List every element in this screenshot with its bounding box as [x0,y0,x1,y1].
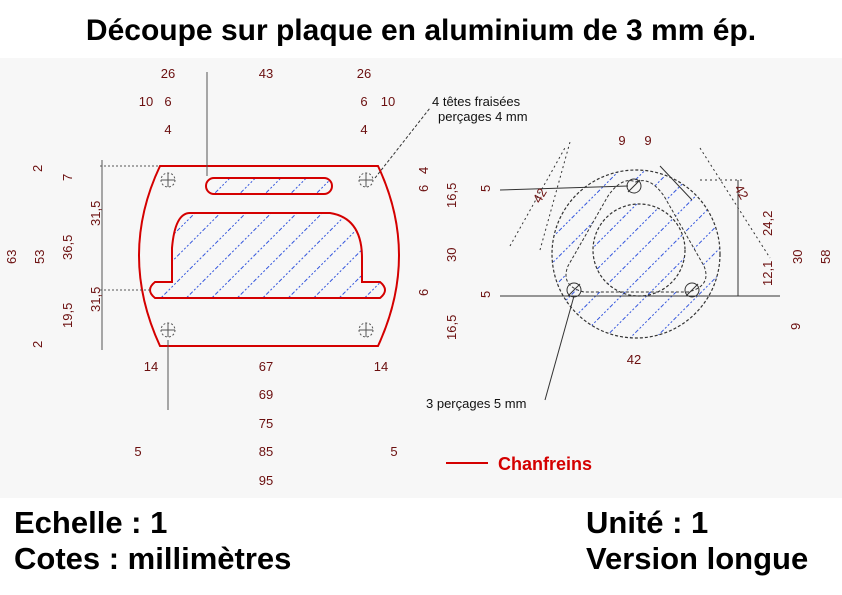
dim-left-63: 63 [4,250,19,264]
dim-left-7: 7 [60,174,75,181]
dim-right-24-2: 24,2 [760,211,775,236]
dim-bottom-5-right: 5 [390,444,397,459]
dim-bottom-95: 95 [259,473,273,488]
footer-version: Version longue [586,541,809,576]
page-title: Découpe sur plaque en aluminium de 3 mm … [85,14,757,47]
dim-left-19-5: 19,5 [60,303,75,328]
dim-right-6: 6 [416,185,431,192]
screw-hole-bottom-left [160,322,176,338]
top-slot [205,177,333,195]
dim-left-2-top: 2 [30,165,45,172]
dim-right-top-9-left: 9 [618,133,625,148]
screw-hole-top-right [358,172,374,188]
dim-top-26-left: 26 [161,66,175,81]
note-holes: 3 perçages 5 mm [426,396,526,411]
dim-left-31-5-top: 31,5 [88,201,103,226]
dim-right-16-5-top: 16,5 [444,183,459,208]
dim-right-4: 4 [416,167,431,174]
footer-unit-value: Unité : 1 [586,505,709,540]
dim-bottom-14-right: 14 [374,359,388,374]
dim-right-58: 58 [818,250,833,264]
dim-right-6-bottom: 6 [416,289,431,296]
left-plate [100,72,431,410]
dim-right-top-9-right: 9 [644,133,651,148]
dim-top-26-right: 26 [357,66,371,81]
note-screws-line2: perçages 4 mm [438,109,528,124]
right-disc [499,141,780,401]
dim-right-30: 30 [444,248,459,262]
dim-right-right-42: 42 [731,182,751,202]
dim-bottom-69: 69 [259,387,273,402]
screw-hole-bottom-right [358,322,374,338]
dim-left-2-bottom: 2 [30,341,45,348]
dim-10-right: 10 [381,94,395,109]
dim-right-left-5-bottom: 5 [478,291,493,298]
dim-bottom-14-left: 14 [144,359,158,374]
screw-hole-top-left [160,172,176,188]
dim-right-left-42: 42 [530,185,550,205]
dim-10-left: 10 [139,94,153,109]
dim-right-12-1: 12,1 [760,261,775,286]
dim-right-16-5-bottom: 16,5 [444,315,459,340]
dim-bottom-5-left: 5 [134,444,141,459]
dim-left-31-5-bottom: 31,5 [88,287,103,312]
dim-left-36-5: 36,5 [60,235,75,260]
dim-right-bottom-42: 42 [627,352,641,367]
dim-bottom-85: 85 [259,444,273,459]
legend-label: Chanfreins [498,454,592,474]
dim-6-left: 6 [164,94,171,109]
dim-4-right: 4 [360,122,367,137]
main-cutout [149,212,386,299]
dim-right-30: 30 [790,250,805,264]
dim-right-left-5-top: 5 [478,185,493,192]
dim-bottom-75: 75 [259,416,273,431]
dim-top-43: 43 [259,66,273,81]
footer-scale: Echelle : 1 [14,505,168,540]
hole-bottom-right [684,282,700,298]
dim-6-right: 6 [360,94,367,109]
dim-right-9: 9 [788,323,803,330]
dim-left-53: 53 [32,250,47,264]
note-screws-line1: 4 têtes fraisées [432,94,521,109]
inner-circle [592,203,686,297]
dim-4-left: 4 [164,122,171,137]
footer-units: Cotes : millimètres [14,541,292,576]
dim-bottom-67: 67 [259,359,273,374]
